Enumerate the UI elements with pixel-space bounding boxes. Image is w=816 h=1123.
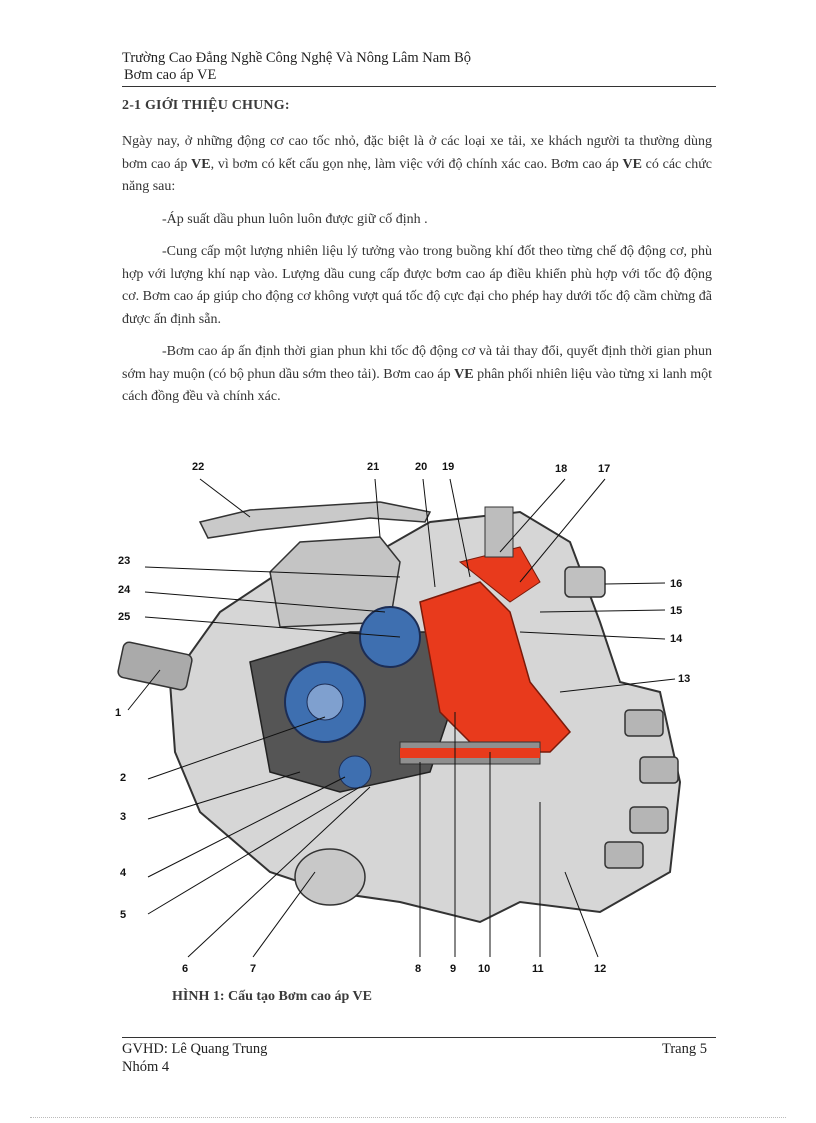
callout-22: 22 [192,461,204,473]
callout-16: 16 [670,578,682,590]
header-rule [122,86,716,87]
callout-10: 10 [478,963,490,975]
callout-6: 6 [182,963,188,975]
header-subject: Bơm cao áp VE [124,67,217,83]
callout-3: 3 [120,811,126,823]
callout-14: 14 [670,633,683,645]
callout-2: 2 [120,772,126,784]
callout-1: 1 [115,707,121,719]
callout-17: 17 [598,463,610,475]
intro-paragraph-1: Ngày nay, ở những động cơ cao tốc nhỏ, đ… [122,134,713,194]
callout-19: 19 [442,461,454,473]
callout-18: 18 [555,463,567,475]
callout-23: 23 [118,555,130,567]
throttle-lever [198,501,432,539]
callout-11: 11 [532,963,544,975]
callout-12: 12 [594,963,606,975]
footer-group: Nhóm 4 [122,1059,170,1075]
callout-8: 8 [415,963,421,975]
callout-24: 24 [118,584,131,596]
high-pressure-section [419,581,572,753]
footer-instructor: GVHD: Lê Quang Trung [122,1041,268,1057]
callout-5: 5 [120,909,126,921]
callout-4: 4 [120,867,127,879]
callout-20: 20 [415,461,427,473]
callout-25: 25 [118,611,130,623]
section-title: 2-1 GIỚI THIỆU CHUNG: [122,98,290,113]
footer-rule [122,1037,716,1038]
callout-7: 7 [250,963,256,975]
callout-21: 21 [367,461,379,473]
footer-page-number: Trang 5 [662,1041,707,1057]
header-school: Trường Cao Đẳng Nghề Công Nghệ Và Nông L… [122,50,471,66]
pump-cutaway-figure: 22 21 20 19 18 17 23 24 25 16 15 14 13 1… [115,461,690,975]
page-bottom-edge [30,1117,786,1118]
intro-paragraph-3: -Cung cấp một lượng nhiên liệu lý tưởng … [122,244,712,327]
intro-paragraph-4: -Bơm cao áp ấn định thời gian phun khi t… [122,344,712,404]
callout-9: 9 [450,963,456,975]
figure-caption: HÌNH 1: Cấu tạo Bơm cao áp VE [172,989,373,1004]
callout-13: 13 [678,673,690,685]
drive-shaft [117,641,193,691]
intro-paragraph-2: -Áp suất dầu phun luôn luôn được giữ cố … [162,212,428,227]
callout-15: 15 [670,605,682,617]
